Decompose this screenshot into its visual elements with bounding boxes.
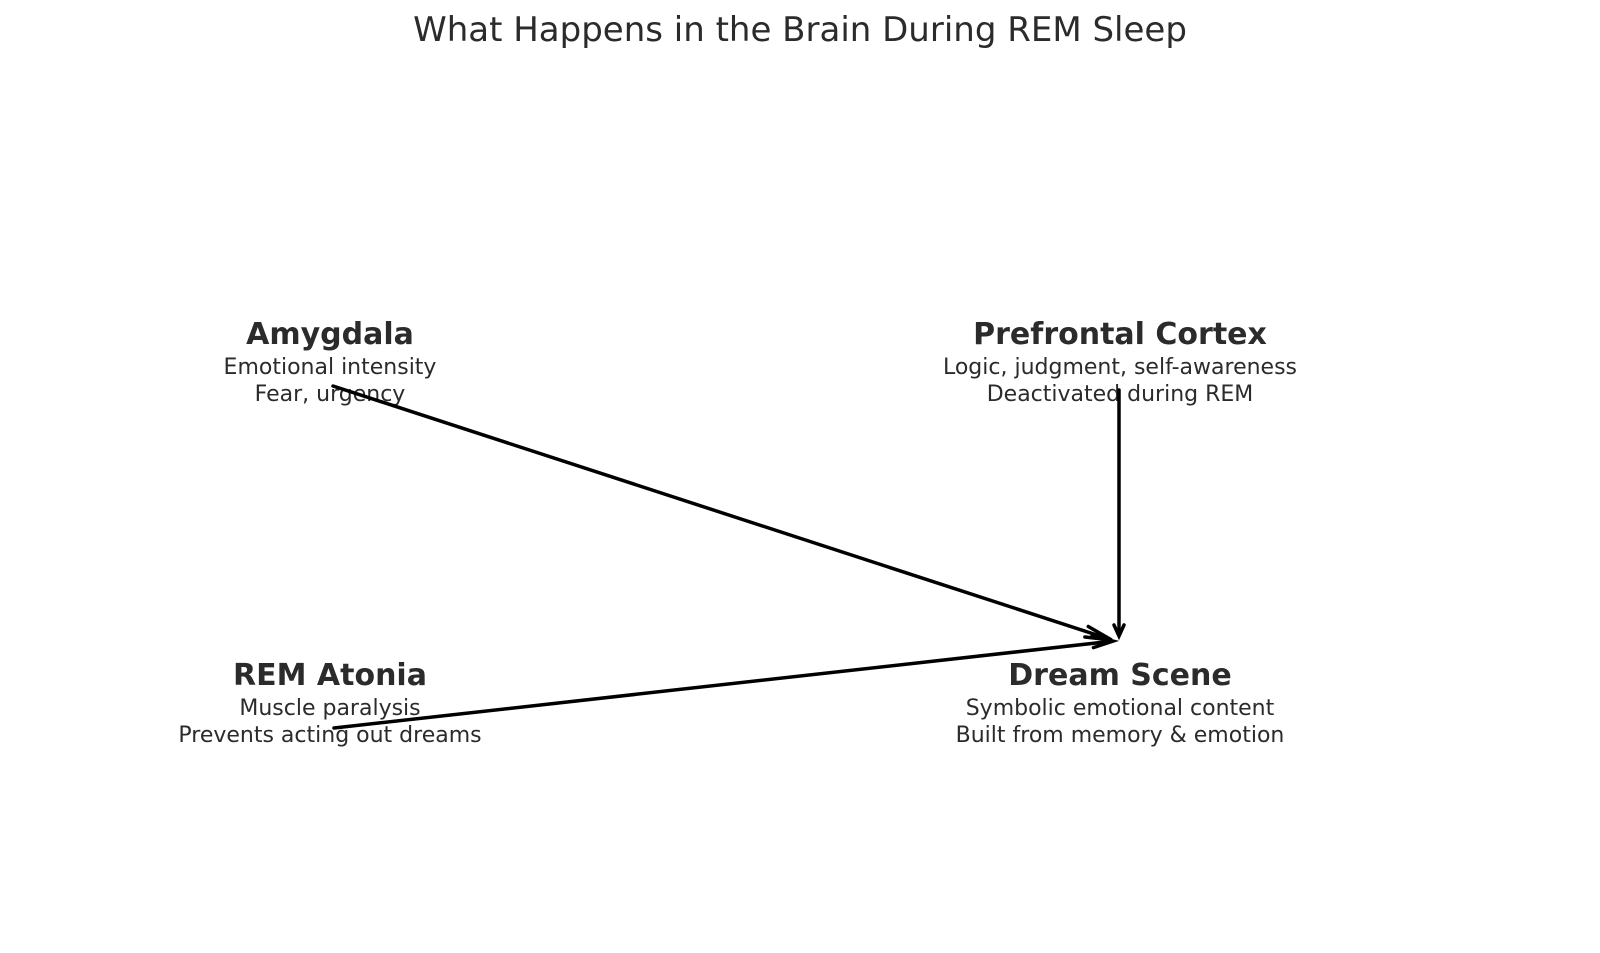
arrow-prefrontal-to-dream-scene <box>1112 388 1126 641</box>
node-rem-atonia: REM Atonia Muscle paralysis Prevents act… <box>70 657 590 749</box>
node-heading: Dream Scene <box>1008 658 1232 693</box>
node-heading: Amygdala <box>246 317 414 352</box>
node-description-line: Symbolic emotional content <box>965 696 1275 721</box>
node-dream-scene: Dream Scene Symbolic emotional content B… <box>860 657 1380 749</box>
node-description-line: Prevents acting out dreams <box>178 723 482 748</box>
node-description-line: Muscle paralysis <box>239 696 421 721</box>
node-description-line: Emotional intensity <box>223 355 437 380</box>
node-description-line: Deactivated during REM <box>986 382 1254 407</box>
node-amygdala: Amygdala Emotional intensity Fear, urgen… <box>70 316 590 408</box>
node-prefrontal-cortex: Prefrontal Cortex Logic, judgment, self-… <box>860 316 1380 408</box>
arrow-amygdala-to-dream-scene <box>331 384 1113 642</box>
node-heading: Prefrontal Cortex <box>973 317 1267 352</box>
node-description-line: Fear, urgency <box>254 382 406 407</box>
node-description-line: Built from memory & emotion <box>955 723 1285 748</box>
node-description-line: Logic, judgment, self-awareness <box>942 355 1298 380</box>
diagram-title: What Happens in the Brain During REM Sle… <box>413 10 1187 50</box>
node-heading: REM Atonia <box>233 658 427 693</box>
